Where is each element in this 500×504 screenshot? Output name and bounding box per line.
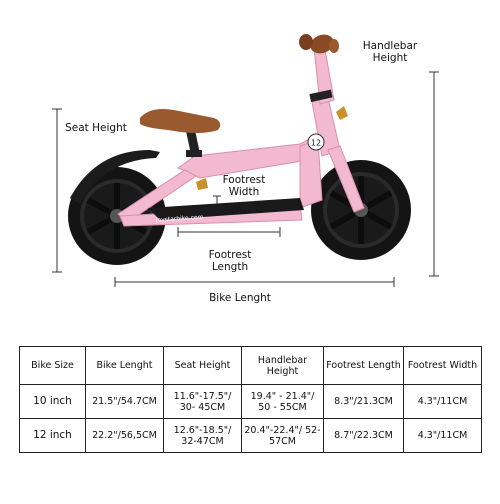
headset-clamp <box>309 89 333 102</box>
table-cell: 22.2"/56,5CM <box>85 418 164 453</box>
table-cell: 10 inch <box>19 384 86 419</box>
saddle <box>140 109 221 133</box>
footrest-platform <box>148 198 304 220</box>
footrest-width-label: Footrest Width <box>222 174 266 198</box>
table-cell: 12.6"-18.5"/ 32-47CM <box>163 418 242 453</box>
table-cell: 21.5"/54.7CM <box>85 384 164 419</box>
table-cell: 19.4" - 21.4"/ 50 - 55CM <box>241 384 324 419</box>
seat-clamp <box>186 150 202 157</box>
table-header-row: Bike Size Bike Lenght Seat Height Handle… <box>19 346 482 385</box>
right-grip <box>299 34 313 50</box>
front-wheel <box>311 160 411 260</box>
table-cell: 20.4"-22.4"/ 52-57CM <box>241 418 324 453</box>
table-header-cell: Footrest Length <box>323 346 404 385</box>
left-grip <box>310 34 334 54</box>
table-cell: 12 inch <box>19 418 86 453</box>
handlebar-grips <box>299 34 339 54</box>
table-header-cell: Footrest Width <box>403 346 482 385</box>
table-cell: 11.6"-17.5"/ 30- 45CM <box>163 384 242 419</box>
seat-height-label: Seat Height <box>65 122 127 134</box>
handlebar-height-label: Handlebar Height <box>362 40 418 64</box>
table-cell: 8.3"/21.3CM <box>323 384 404 419</box>
table-cell: 4.3"/11CM <box>403 418 482 453</box>
table-header-cell: Bike Lenght <box>85 346 164 385</box>
table-header-cell: Handlebar Height <box>241 346 324 385</box>
table-row: 12 inch 22.2"/56,5CM 12.6"-18.5"/ 32-47C… <box>19 418 482 453</box>
footrest-length-label: Footrest Length <box>208 249 252 273</box>
rear-fender <box>70 150 160 204</box>
table-header-cell: Bike Size <box>19 346 86 385</box>
frame-decal <box>196 178 208 190</box>
frame-brand-text: joystarbike.com <box>155 214 204 224</box>
size-spec-table: Bike Size Bike Lenght Seat Height Handle… <box>19 346 482 453</box>
frame-number-badge <box>307 133 325 151</box>
table-cell: 4.3"/11CM <box>403 384 482 419</box>
front-fork <box>327 145 365 213</box>
bike-length-label: Bike Lenght <box>209 292 271 304</box>
frame: 12 joystarbike.com <box>117 43 365 227</box>
table-row: 10 inch 21.5"/54.7CM 11.6"-17.5"/ 30- 45… <box>19 384 482 419</box>
table-cell: 8.7"/22.3CM <box>323 418 404 453</box>
table-header-cell: Seat Height <box>163 346 242 385</box>
grip-end <box>329 39 339 53</box>
down-tube <box>299 139 323 209</box>
frame-number: 12 <box>311 139 321 148</box>
dimension-lines <box>52 71 439 287</box>
head-tube-decal <box>336 106 348 120</box>
